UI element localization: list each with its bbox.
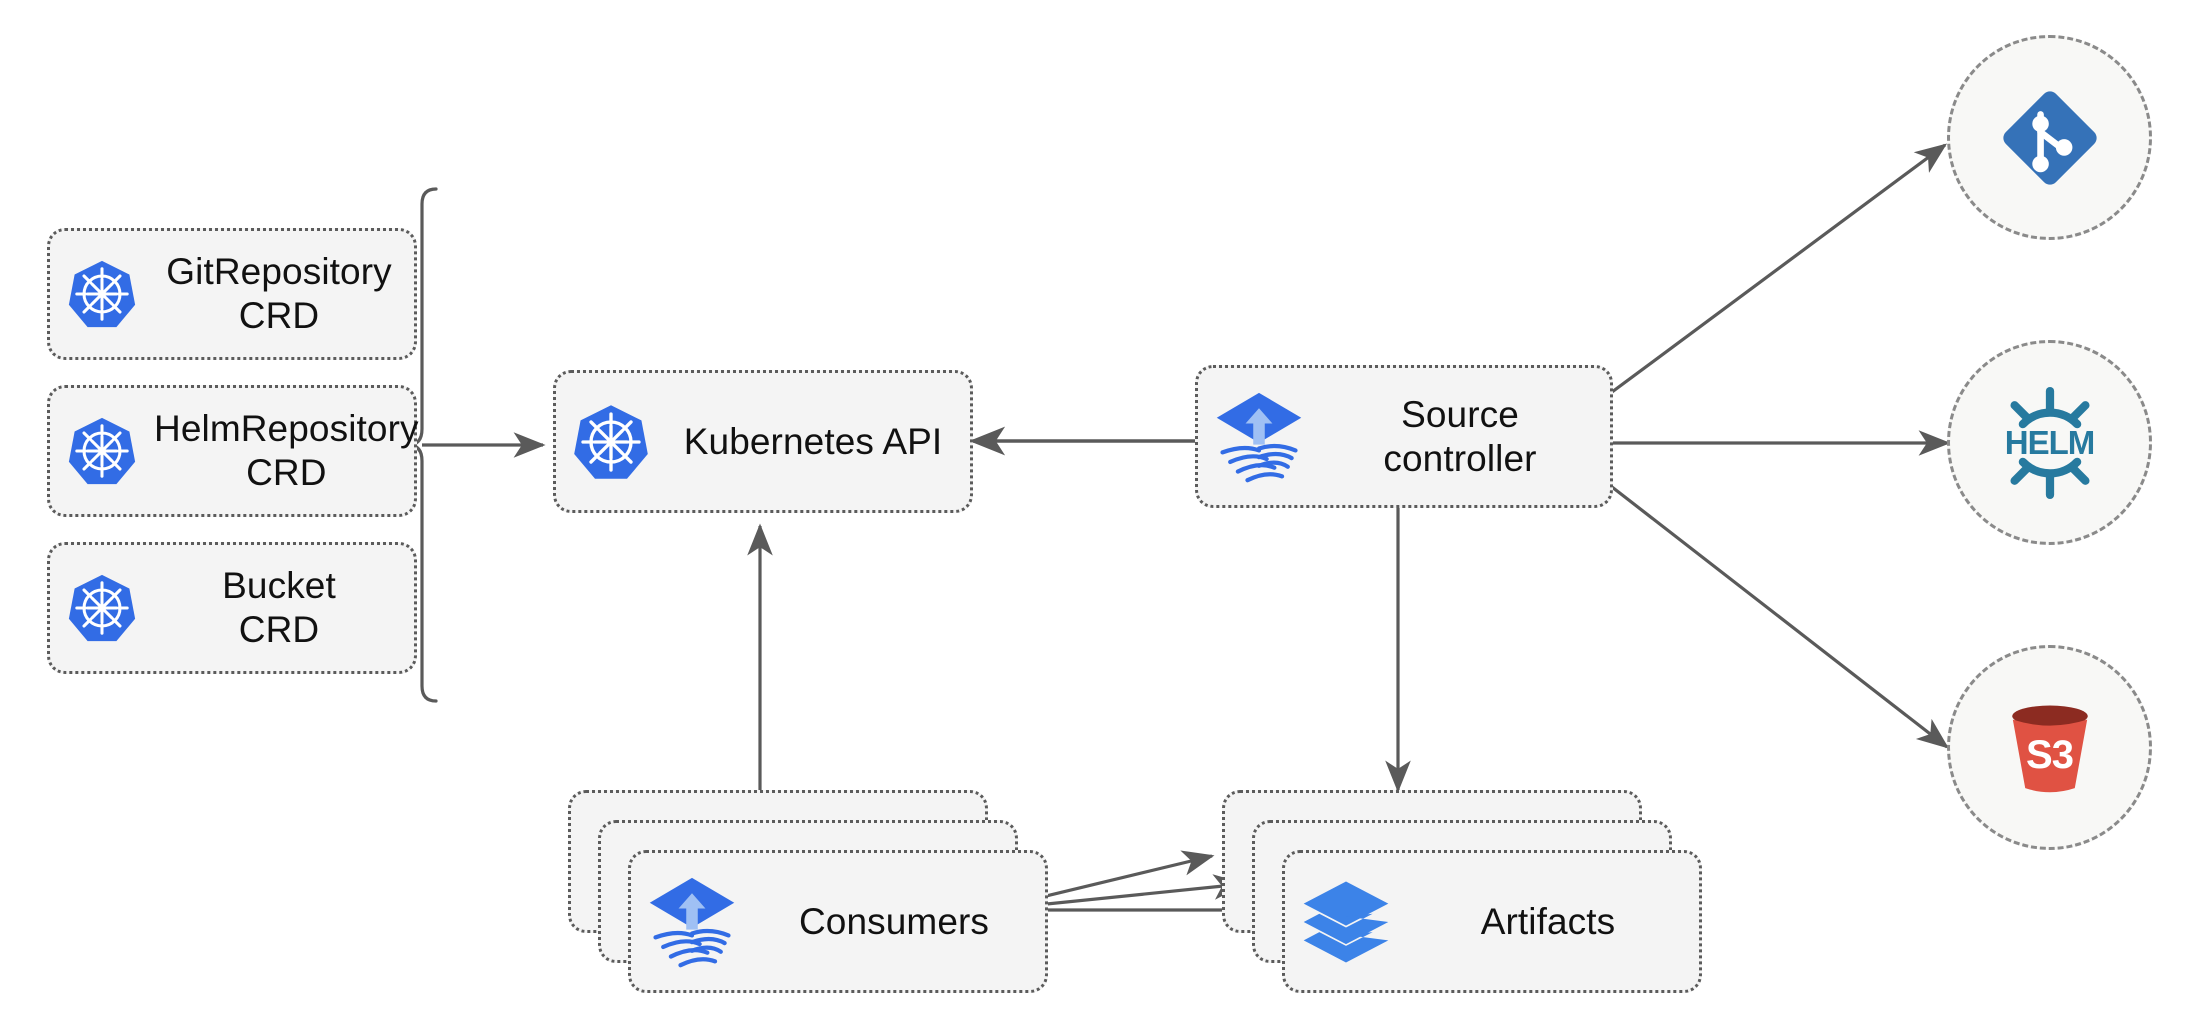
kubernetes-icon (50, 415, 154, 487)
s3-icon: S3 (1991, 689, 2109, 807)
helm-icon: HELM (1991, 384, 2109, 502)
s3-wordmark: S3 (2026, 733, 2074, 777)
kubernetes-icon (556, 402, 666, 482)
git-icon (1991, 79, 2109, 197)
node-label: Consumers (798, 900, 990, 942)
node-source-controller[interactable]: Source controller (1195, 365, 1613, 508)
edge-controller-to-git (1611, 143, 1948, 394)
node-label: Kubernetes API (683, 420, 943, 462)
endpoint-s3[interactable]: S3 (1947, 645, 2152, 850)
flux-icon (1198, 389, 1320, 485)
kubernetes-icon (50, 258, 154, 330)
edge-controller-to-s3 (1611, 485, 1950, 749)
node-helmrepository-crd[interactable]: HelmRepository CRD (47, 385, 418, 517)
node-gitrepository-crd[interactable]: GitRepository CRD (47, 228, 417, 360)
flux-icon (631, 874, 753, 970)
node-artifacts[interactable]: Artifacts (1282, 850, 1702, 993)
endpoint-git[interactable] (1947, 35, 2152, 240)
endpoint-helm[interactable]: HELM (1947, 340, 2152, 545)
node-label: HelmRepository CRD (154, 408, 419, 493)
node-label: Artifacts (1480, 900, 1616, 942)
helm-wordmark: HELM (2004, 423, 2096, 461)
kubernetes-icon (50, 572, 154, 644)
node-consumers[interactable]: Consumers (628, 850, 1048, 993)
node-label: Bucket CRD (222, 565, 336, 650)
layers-icon (1285, 876, 1407, 968)
node-kubernetes-api[interactable]: Kubernetes API (553, 370, 973, 513)
node-bucket-crd[interactable]: Bucket CRD (47, 542, 417, 674)
node-label: GitRepository CRD (166, 251, 392, 336)
node-label: Source controller (1383, 393, 1537, 479)
